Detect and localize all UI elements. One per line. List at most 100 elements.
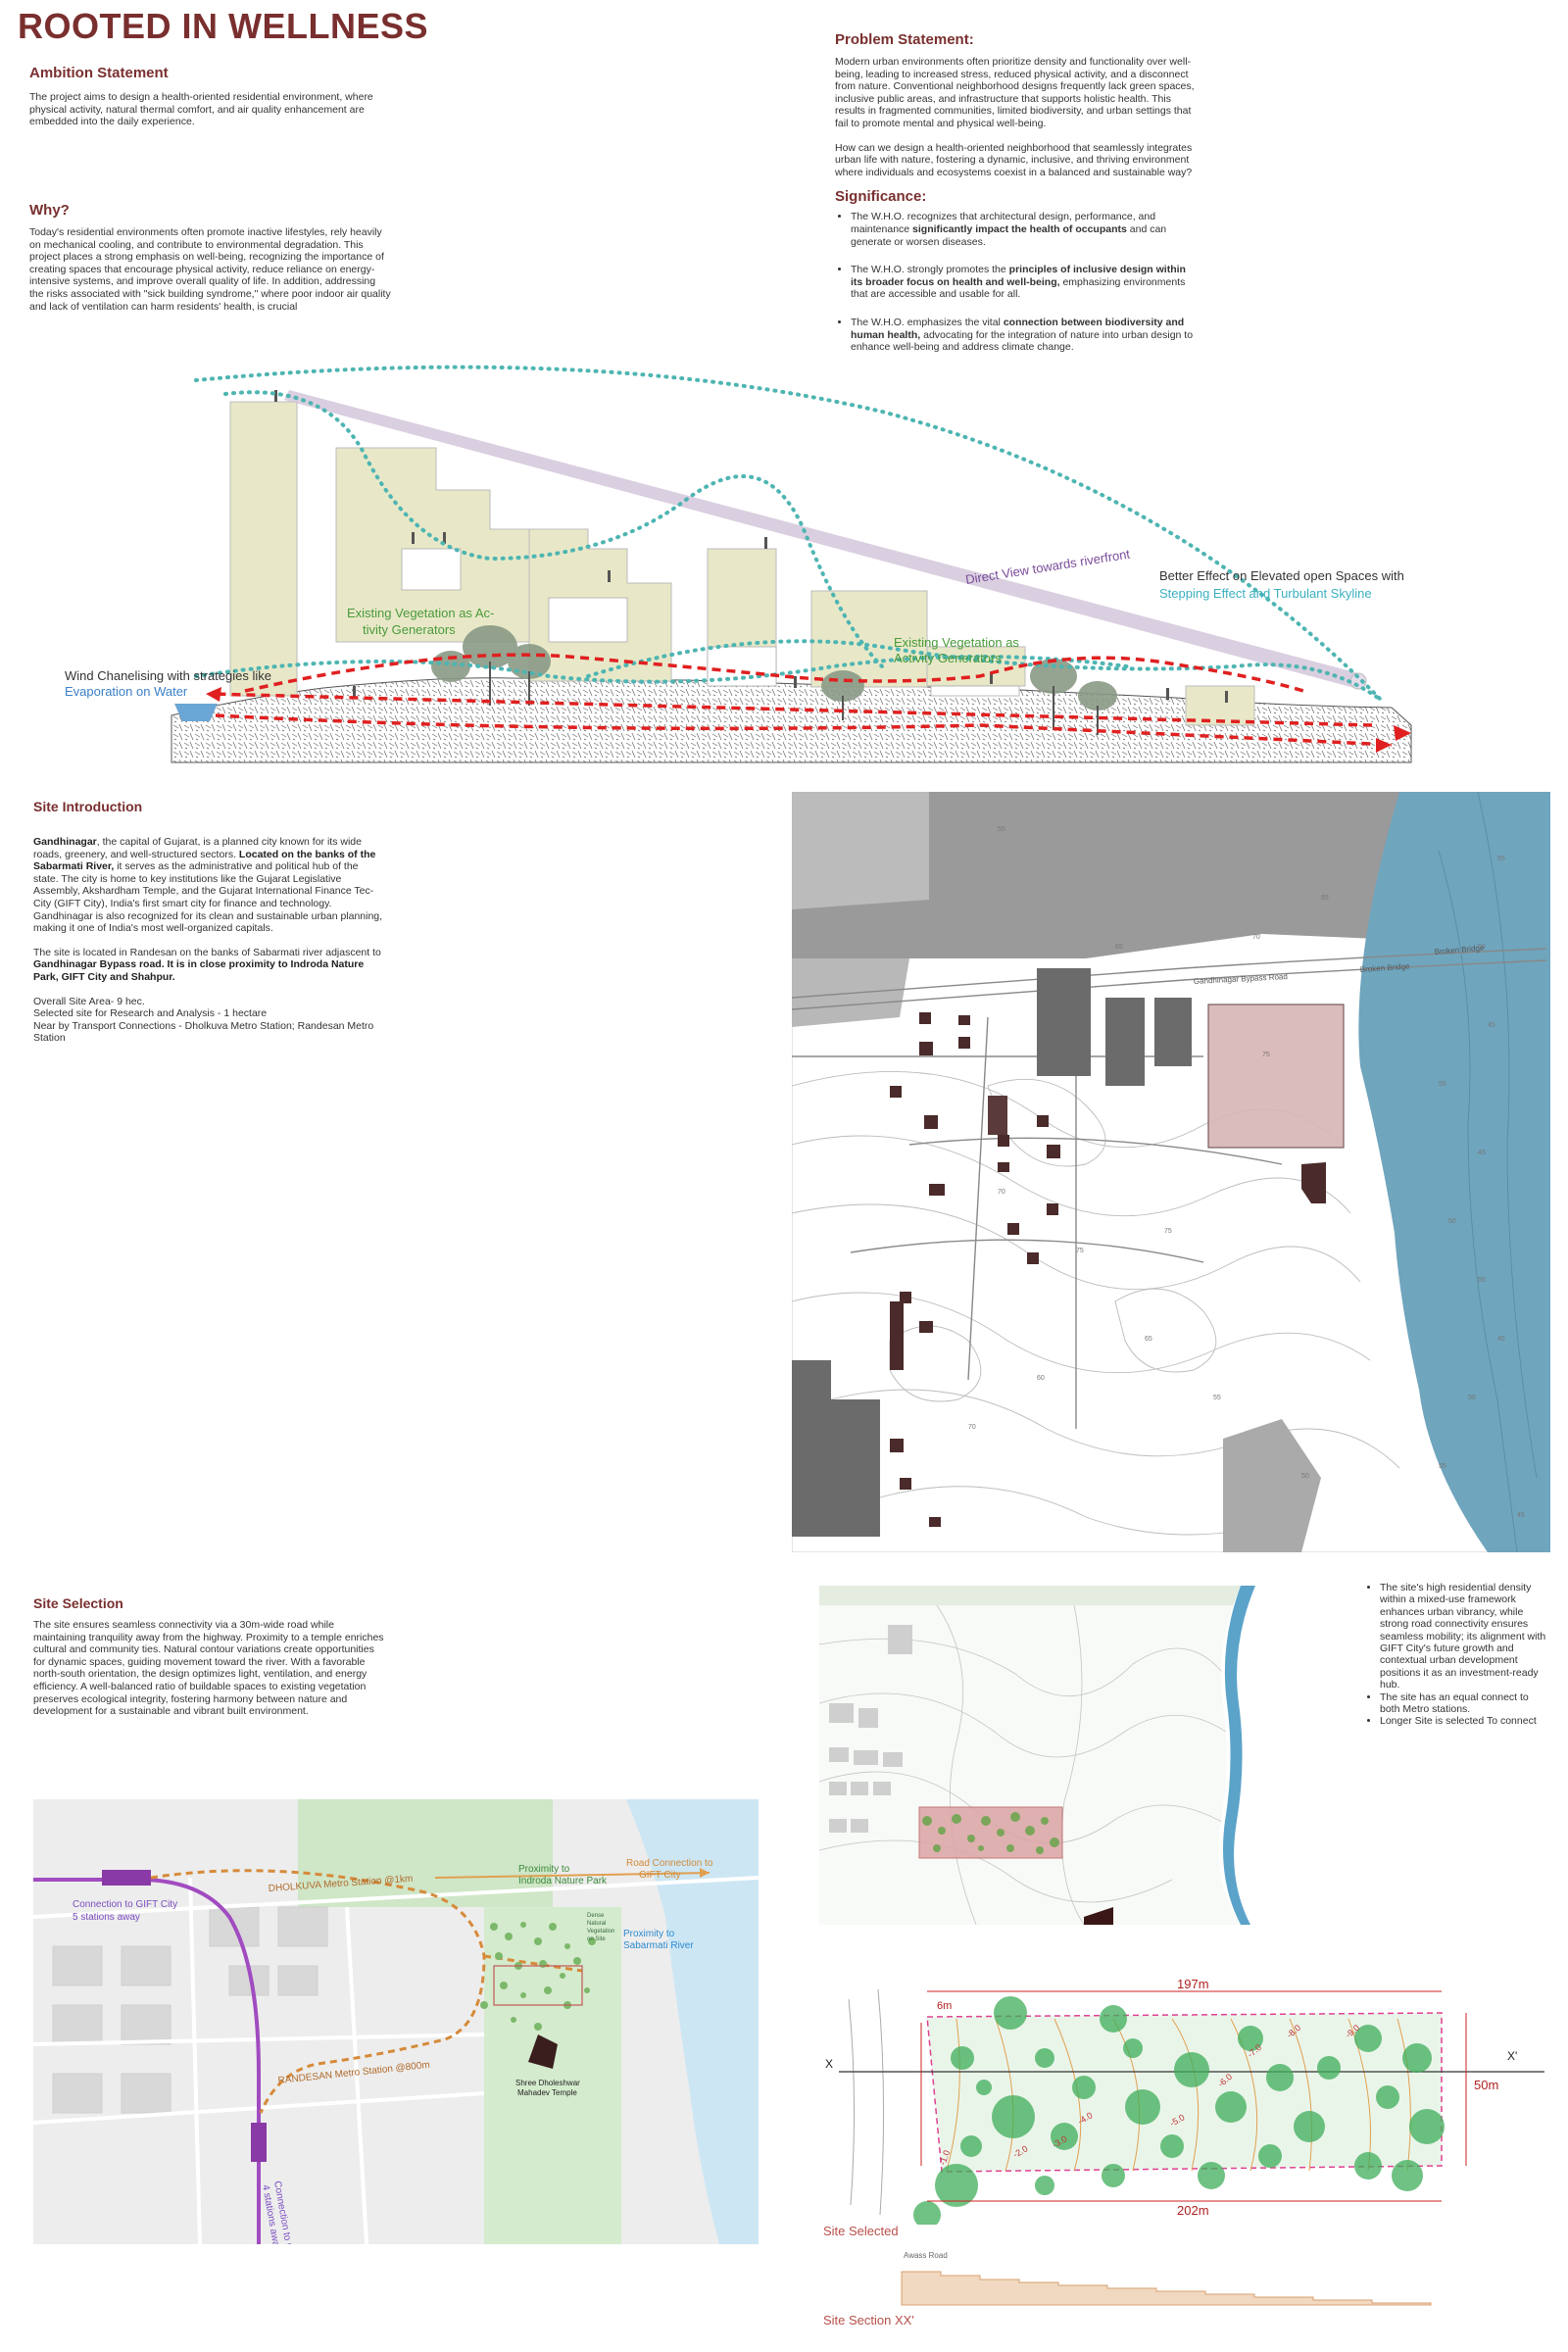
building-footprints bbox=[890, 1012, 1326, 1527]
svg-text:70: 70 bbox=[968, 1424, 976, 1431]
svg-text:50: 50 bbox=[1468, 1395, 1476, 1401]
site-selection-section: Site Selection The site ensures seamless… bbox=[33, 1595, 388, 1718]
significance-heading: Significance: bbox=[835, 188, 927, 206]
selection-bullets: The site's high residential density with… bbox=[1366, 1582, 1550, 1728]
site-selection-heading: Site Selection bbox=[33, 1595, 123, 1611]
why-heading: Why? bbox=[29, 202, 70, 219]
river-zone bbox=[626, 1799, 759, 2244]
svg-text:50: 50 bbox=[1301, 1473, 1309, 1480]
why-section: Why? Today's residential environments of… bbox=[29, 202, 392, 313]
wind-label-2: Evaporation on Water bbox=[65, 684, 188, 699]
wind-lines bbox=[210, 653, 1393, 747]
svg-text:55: 55 bbox=[1497, 856, 1505, 862]
problem-body-2: How can we design a health-oriented neig… bbox=[835, 141, 1193, 178]
significance-item: The W.H.O. emphasizes the vital connecti… bbox=[851, 317, 1200, 354]
context-blocks bbox=[829, 1625, 912, 1833]
view-label: Direct View towards riverfront bbox=[964, 547, 1131, 587]
veg-label-2a: Existing Vegetation as bbox=[894, 635, 1019, 650]
indroda-label-2: Indroda Nature Park bbox=[518, 1876, 608, 1886]
wind-label-1: Wind Chanelising with strategies like bbox=[65, 668, 271, 683]
dim-left: 6m bbox=[937, 2000, 952, 2012]
temple-label-1: Shree Dholeshwar bbox=[515, 2079, 580, 2087]
river-edge bbox=[1223, 1586, 1255, 1925]
significance-item: The W.H.O. recognizes that architectural… bbox=[851, 211, 1200, 248]
svg-text:65: 65 bbox=[1321, 895, 1329, 902]
section-diagram: Existing Vegetation as Ac- tivity Genera… bbox=[65, 365, 1412, 763]
svg-text:45: 45 bbox=[1478, 1150, 1486, 1156]
water-pool bbox=[174, 704, 218, 721]
broken-bridge-label-1: Broken Bridge bbox=[1360, 961, 1411, 974]
veg-label-2b: Activity Generators bbox=[894, 651, 1002, 665]
gift5-label-b: 5 stations away bbox=[73, 1912, 140, 1923]
site-intro-body-1: Gandhinagar, the capital of Gujarat, is … bbox=[33, 836, 383, 935]
dense-blocks bbox=[792, 968, 1192, 1537]
svg-text:Dense: Dense bbox=[587, 1913, 605, 1919]
connectivity-map: Connection to GIFT City 5 stations away … bbox=[33, 1799, 759, 2244]
veg-label-1a: Existing Vegetation as Ac- bbox=[347, 606, 494, 620]
svg-text:65: 65 bbox=[1145, 1336, 1152, 1343]
road-gift-label-1: Road Connection to bbox=[626, 1858, 713, 1869]
site-plan: 197m 202m 50m 6m X X' -1.0 -2.0 -3.0 -4.… bbox=[825, 1980, 1544, 2225]
gift5-label-a: Connection to GIFT City bbox=[73, 1899, 177, 1910]
svg-text:75: 75 bbox=[1262, 1052, 1270, 1058]
site-context-map: Gandhinagar Bypass Road Broken Bridge Br… bbox=[792, 792, 1550, 1552]
svg-text:55: 55 bbox=[1213, 1395, 1221, 1401]
svg-text:60: 60 bbox=[1037, 1375, 1045, 1382]
svg-text:Vegetation: Vegetation bbox=[587, 1929, 614, 1935]
site-section-caption: Site Section XX' bbox=[823, 2313, 914, 2328]
site-selected-map bbox=[819, 1586, 1345, 1925]
site-selection-body: The site ensures seamless connectivity v… bbox=[33, 1619, 384, 1718]
problem-section: Problem Statement: Modern urban environm… bbox=[835, 31, 1200, 369]
site-intro-body-3: Overall Site Area- 9 hec.Selected site f… bbox=[33, 995, 374, 1045]
ambition-section: Ambition Statement The project aims to d… bbox=[29, 65, 392, 128]
dense-veg-label: Dense Natural Vegetation on Site bbox=[587, 1913, 614, 1942]
temple-label-2: Mahadev Temple bbox=[517, 2088, 577, 2097]
page-title: ROOTED IN WELLNESS bbox=[18, 6, 429, 46]
metro-station-icon-1 bbox=[102, 1870, 151, 1886]
svg-text:70: 70 bbox=[1252, 934, 1260, 941]
svg-text:50: 50 bbox=[1478, 944, 1486, 951]
plan-trees bbox=[913, 1996, 1445, 2225]
why-body: Today's residential environments often p… bbox=[29, 226, 391, 313]
river bbox=[1358, 792, 1550, 1552]
contour-labels: 55 65 70 75 75 70 65 60 75 70 55 50 45 5… bbox=[968, 826, 1525, 1519]
road-gift-label-2: GIFT City bbox=[639, 1870, 681, 1881]
svg-text:55: 55 bbox=[1439, 1463, 1446, 1470]
bullet-item: The site has an equal connect to both Me… bbox=[1380, 1691, 1550, 1716]
river-label-2: Sabarmati River bbox=[623, 1940, 694, 1951]
broken-bridge-label-2: Broken Bridge bbox=[1434, 944, 1485, 956]
svg-text:55: 55 bbox=[1478, 1277, 1486, 1284]
bullet-item: Longer Site is selected To connect bbox=[1380, 1715, 1550, 1727]
bullet-item: The site's high residential density with… bbox=[1380, 1582, 1550, 1691]
air-flow-lines bbox=[194, 365, 1384, 703]
section-road-label: Awass Road bbox=[904, 2251, 948, 2260]
svg-text:75: 75 bbox=[1076, 1248, 1084, 1254]
section-x-right: X' bbox=[1507, 2049, 1517, 2063]
section-profile-fill bbox=[901, 2271, 1432, 2306]
indroda-park-zone bbox=[298, 1799, 553, 1907]
temple-icon bbox=[528, 2034, 558, 2069]
dim-right: 50m bbox=[1474, 2078, 1498, 2092]
elev-label-1: Better Effect on Elevated open Spaces wi… bbox=[1159, 568, 1404, 583]
svg-text:70: 70 bbox=[998, 1189, 1005, 1196]
site-selected-caption: Site Selected bbox=[823, 2224, 899, 2238]
svg-text:45: 45 bbox=[1517, 1512, 1525, 1519]
ambition-heading: Ambition Statement bbox=[29, 65, 169, 81]
significance-item: The W.H.O. strongly promotes the princip… bbox=[851, 264, 1200, 301]
svg-text:45: 45 bbox=[1497, 1336, 1505, 1343]
view-beam bbox=[284, 390, 1362, 688]
svg-text:50: 50 bbox=[1448, 1218, 1456, 1225]
people-figures bbox=[274, 390, 1228, 703]
site-intro-section: Site Introduction Gandhinagar, the capit… bbox=[33, 799, 386, 1045]
metro-line bbox=[33, 1877, 261, 2244]
built-zone-grey bbox=[792, 792, 1419, 958]
veg-label-1b: tivity Generators bbox=[363, 622, 456, 637]
svg-text:-1.0: -1.0 bbox=[937, 2149, 952, 2167]
svg-text:65: 65 bbox=[1115, 944, 1123, 951]
significance-list: The W.H.O. recognizes that architectural… bbox=[835, 211, 1200, 353]
problem-heading: Problem Statement: bbox=[835, 31, 974, 48]
contour-lines bbox=[792, 1071, 1400, 1536]
svg-text:on Site: on Site bbox=[587, 1936, 606, 1942]
indroda-label-1: Proximity to bbox=[518, 1864, 570, 1875]
svg-text:75: 75 bbox=[1164, 1228, 1172, 1235]
